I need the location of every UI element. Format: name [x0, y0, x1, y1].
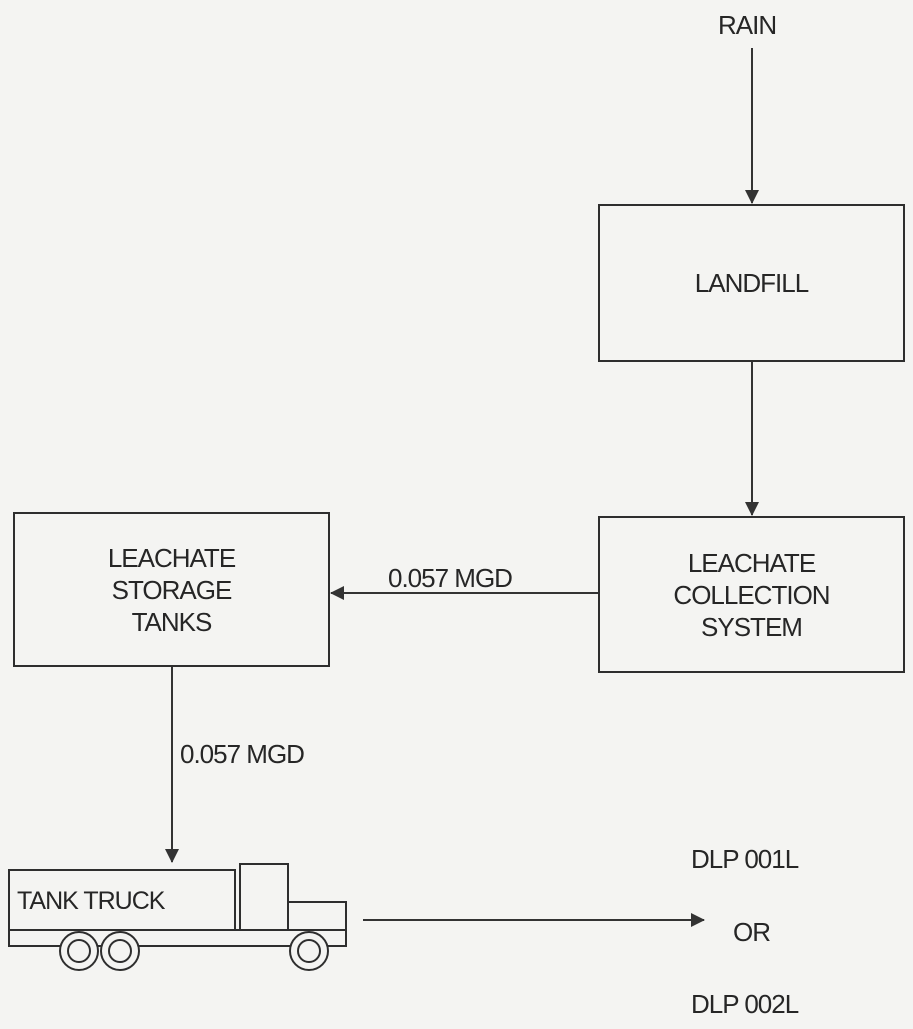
flow-label-storage-to-truck: 0.057 MGD: [180, 739, 305, 769]
dlp-001l-label: DLP 001L: [691, 844, 799, 874]
leachate-storage-label: LEACHATE STORAGE TANKS: [107, 542, 236, 637]
landfill-box: LANDFILL: [598, 204, 905, 362]
tank-truck-icon: [8, 863, 347, 971]
leachate-collection-box: LEACHATE COLLECTION SYSTEM: [598, 516, 905, 673]
leachate-storage-box: LEACHATE STORAGE TANKS: [13, 512, 330, 667]
flow-label-collection-to-storage: 0.057 MGD: [388, 563, 513, 593]
tank-truck-label: TANK TRUCK: [17, 887, 165, 915]
landfill-label: LANDFILL: [694, 268, 809, 298]
dlp-002l-label: DLP 002L: [691, 989, 799, 1019]
leachate-collection-label: LEACHATE COLLECTION SYSTEM: [673, 547, 830, 642]
rain-label: RAIN: [718, 10, 777, 40]
or-label: OR: [733, 917, 771, 947]
